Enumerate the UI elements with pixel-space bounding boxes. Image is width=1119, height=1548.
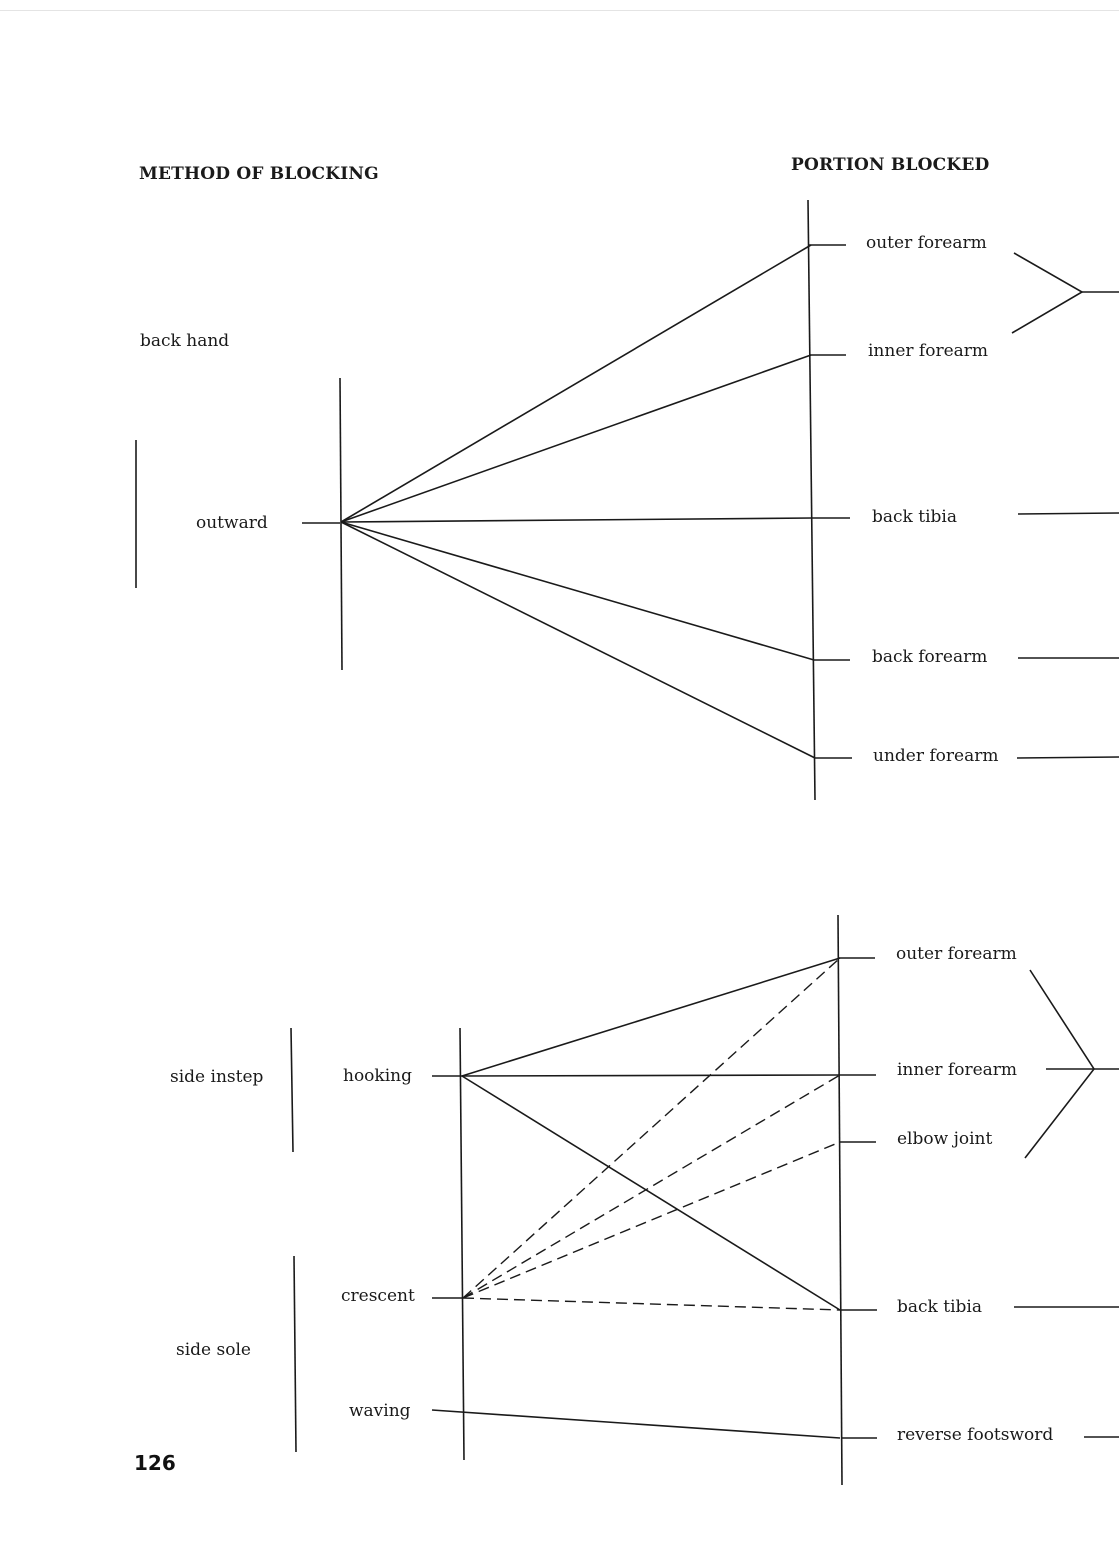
- portion-blocked-header: PORTION BLOCKED: [791, 155, 990, 175]
- link-crescent-outer-forearm: [462, 957, 841, 1299]
- link-crescent-back-tibia: [462, 1297, 841, 1311]
- portion-label-inner-forearm: inner forearm: [868, 341, 989, 361]
- portion-label-outer-forearm: outer forearm: [866, 233, 987, 253]
- back-tibia-tail-upper: [1017, 512, 1119, 515]
- portion-vertical-line-upper: [807, 199, 816, 801]
- portion-label-inner-forearm-lower: inner forearm: [897, 1060, 1018, 1080]
- link-outward-back-tibia: [340, 517, 813, 523]
- link-crescent-inner-forearm: [462, 1074, 841, 1299]
- forearm-brace-upper: [1011, 252, 1084, 334]
- portion-label-elbow-joint: elbow joint: [897, 1129, 993, 1149]
- link-outward-inner-forearm: [340, 354, 812, 523]
- portion-label-outer-forearm-lower: outer forearm: [896, 944, 1017, 964]
- page-number: 126: [134, 1451, 176, 1475]
- group-label-side-sole: side sole: [176, 1340, 251, 1360]
- link-hooking-back-tibia: [461, 1075, 841, 1311]
- portion-label-under-forearm: under forearm: [873, 746, 999, 766]
- under-forearm-tail-upper: [1016, 756, 1119, 759]
- side-sole-bracket: [293, 1255, 297, 1453]
- top-scan-edge: [0, 10, 1119, 11]
- link-outward-under-forearm: [340, 521, 816, 759]
- portion-vertical-line-lower: [837, 914, 843, 1486]
- side-instep-bracket: [290, 1027, 294, 1153]
- link-outward-outer-forearm: [340, 244, 812, 523]
- portion-label-reverse-footsword: reverse footsword: [897, 1425, 1054, 1445]
- method-label-waving: waving: [349, 1401, 411, 1421]
- link-waving-reverse-footsword: [431, 1409, 841, 1439]
- group-label-side-instep: side instep: [170, 1067, 264, 1087]
- link-crescent-elbow-joint: [462, 1141, 841, 1299]
- method-vertical-line-lower: [459, 1027, 465, 1461]
- method-label-back-hand: back hand: [140, 331, 230, 351]
- portion-label-back-tibia: back tibia: [872, 507, 957, 527]
- method-label-hooking: hooking: [343, 1066, 412, 1086]
- method-of-blocking-header: METHOD OF BLOCKING: [139, 164, 379, 184]
- outward-vertical-line: [339, 377, 343, 671]
- portion-label-back-forearm: back forearm: [872, 647, 988, 667]
- method-label-crescent: crescent: [341, 1286, 415, 1306]
- portion-label-back-tibia-lower: back tibia: [897, 1297, 982, 1317]
- method-label-outward: outward: [196, 513, 268, 533]
- link-hooking-outer-forearm: [461, 957, 841, 1077]
- link-hooking-inner-forearm: [461, 1074, 841, 1077]
- link-outward-back-forearm: [340, 521, 815, 661]
- forearm-brace-lower: [1024, 969, 1095, 1159]
